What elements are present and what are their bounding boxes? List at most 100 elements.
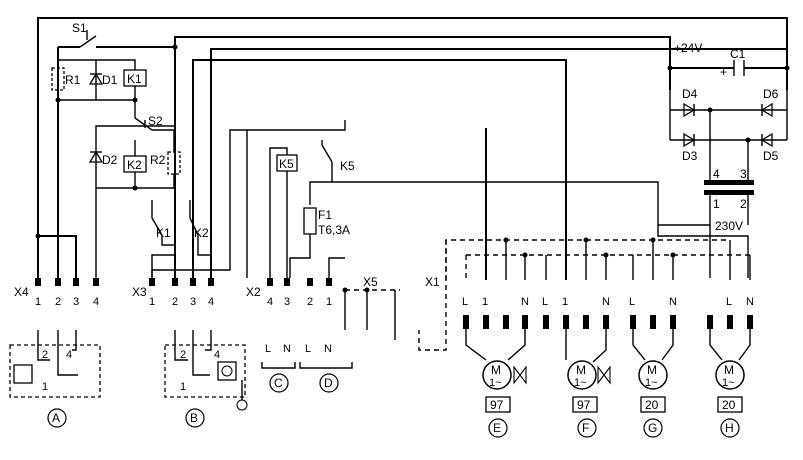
x4-pin-2: 2: [55, 296, 61, 308]
k5-coil-label: K5: [279, 157, 294, 171]
motor-e: M 1~ 97 E: [465, 329, 527, 438]
motor-g-m: M: [647, 363, 657, 377]
x1-pin-e-n: N: [521, 296, 529, 308]
x3-pin-1: 1: [149, 296, 155, 308]
marker-g: G: [648, 421, 657, 435]
x4-pin-1: 1: [35, 296, 41, 308]
x1-pin-e-l: L: [462, 296, 468, 308]
c1-plus: +: [720, 65, 727, 79]
connector-x4: X4 1 2 3 4: [14, 278, 99, 308]
fuse-name: F1: [318, 208, 332, 222]
x2-pin-4: 4: [267, 296, 273, 308]
s2-switch-group: S2 D2 K2 R2: [88, 100, 181, 278]
thermo-a-2: 2: [42, 349, 48, 361]
thermo-a-1: 1: [42, 381, 48, 393]
r1-label: R1: [65, 73, 81, 87]
c-label-l: L: [265, 343, 271, 355]
motor-h: M 1~ 20 H: [709, 329, 751, 438]
thermostat-b: 2 4 1 B: [164, 330, 248, 428]
motor-g-phase: 1~: [645, 377, 658, 389]
x3-pin-2: 2: [172, 296, 178, 308]
motor-h-code: 20: [722, 398, 736, 412]
x3-pin-4: 4: [208, 296, 214, 308]
x1-pin-h-n: N: [746, 296, 754, 308]
relay-contacts: K1 K2: [38, 120, 346, 278]
motor-f-m: M: [576, 363, 586, 377]
x1-pin-g-n: N: [669, 296, 677, 308]
s1-switch-group: S1 R1 D1 K1: [51, 21, 147, 278]
x2-pin-3: 3: [284, 296, 290, 308]
thermo-b-4: 4: [214, 349, 220, 361]
d5-label: D5: [763, 149, 779, 163]
connector-x5: X5: [344, 275, 400, 340]
motor-f-code: 97: [577, 398, 591, 412]
marker-h: H: [725, 421, 734, 435]
d3-label: D3: [682, 149, 698, 163]
motor-f: M 1~ 97 F: [565, 329, 611, 438]
s2-label: S2: [148, 114, 163, 128]
d-label-l: L: [305, 343, 311, 355]
rectifier-group: +24V C1 + D4 D6 D3 D5 4 3 1 2 230V: [657, 41, 788, 278]
d6-label: D6: [763, 87, 779, 101]
s1-label: S1: [72, 21, 87, 35]
motor-e-phase: 1~: [489, 377, 502, 389]
v230-label: 230V: [715, 219, 743, 233]
top-wiring: [37, 17, 788, 280]
connector-x1: X1 L 1 N L 1 N L N L N: [425, 275, 754, 329]
x1-pin-f-l: L: [542, 296, 548, 308]
motor-e-code: 97: [490, 398, 504, 412]
tr-pin-4: 4: [713, 167, 720, 181]
d1-label: D1: [102, 73, 118, 87]
fuse-rating: T6,3A: [318, 223, 350, 237]
marker-d: D: [324, 376, 333, 390]
motor-e-m: M: [491, 363, 501, 377]
tr-pin-1: 1: [713, 197, 720, 211]
terminal-c: L N C: [261, 343, 296, 393]
thermo-b-2: 2: [180, 349, 186, 361]
x2-label: X2: [246, 285, 261, 299]
c-label-n: N: [283, 343, 291, 355]
x1-pin-h-l: L: [726, 296, 732, 308]
x4-pin-4: 4: [93, 296, 99, 308]
x4-label: X4: [14, 285, 29, 299]
marker-e: E: [493, 421, 501, 435]
terminal-d: L N D: [299, 343, 353, 393]
x3-label: X3: [132, 285, 147, 299]
x2-pin-2: 2: [307, 296, 313, 308]
connector-x2: X2 4 3 2 1: [246, 278, 332, 308]
d4-label: D4: [682, 87, 698, 101]
motor-g-code: 20: [645, 398, 659, 412]
junction-dots: [35, 44, 790, 293]
marker-b: B: [190, 411, 198, 425]
k1-coil-label: K1: [127, 72, 142, 86]
r2-label: R2: [150, 153, 166, 167]
c1-label: C1: [730, 47, 746, 61]
thermo-a-4: 4: [66, 349, 72, 361]
k1-contact-label: K1: [156, 226, 171, 240]
x1-pin-f-n: N: [602, 296, 610, 308]
x4-pin-3: 3: [73, 296, 79, 308]
d-label-n: N: [324, 343, 332, 355]
k5-contact-label: K5: [340, 159, 355, 173]
k2-coil-label: K2: [127, 158, 142, 172]
x1-pin-f-1: 1: [562, 296, 568, 308]
marker-f: F: [582, 421, 589, 435]
thermostat-a: 2 4 1 A: [9, 330, 101, 428]
x3-pin-3: 3: [190, 296, 196, 308]
x1-label: X1: [425, 275, 440, 289]
tr-pin-3: 3: [740, 167, 747, 181]
tr-pin-2: 2: [740, 197, 747, 211]
x1-pin-e-1: 1: [482, 296, 488, 308]
x1-pin-g-l: L: [629, 296, 635, 308]
k2-contact-label: K2: [194, 226, 209, 240]
x5-label: X5: [363, 275, 378, 289]
thermo-b-1: 1: [180, 381, 186, 393]
marker-a: A: [52, 411, 60, 425]
x1-bus: [418, 239, 751, 351]
motor-h-m: M: [724, 363, 734, 377]
motor-f-phase: 1~: [574, 377, 587, 389]
marker-c: C: [274, 376, 283, 390]
connector-x3: X3 1 2 3 4: [132, 278, 214, 308]
d2-label: D2: [102, 153, 118, 167]
x2-pin-1: 1: [326, 296, 332, 308]
